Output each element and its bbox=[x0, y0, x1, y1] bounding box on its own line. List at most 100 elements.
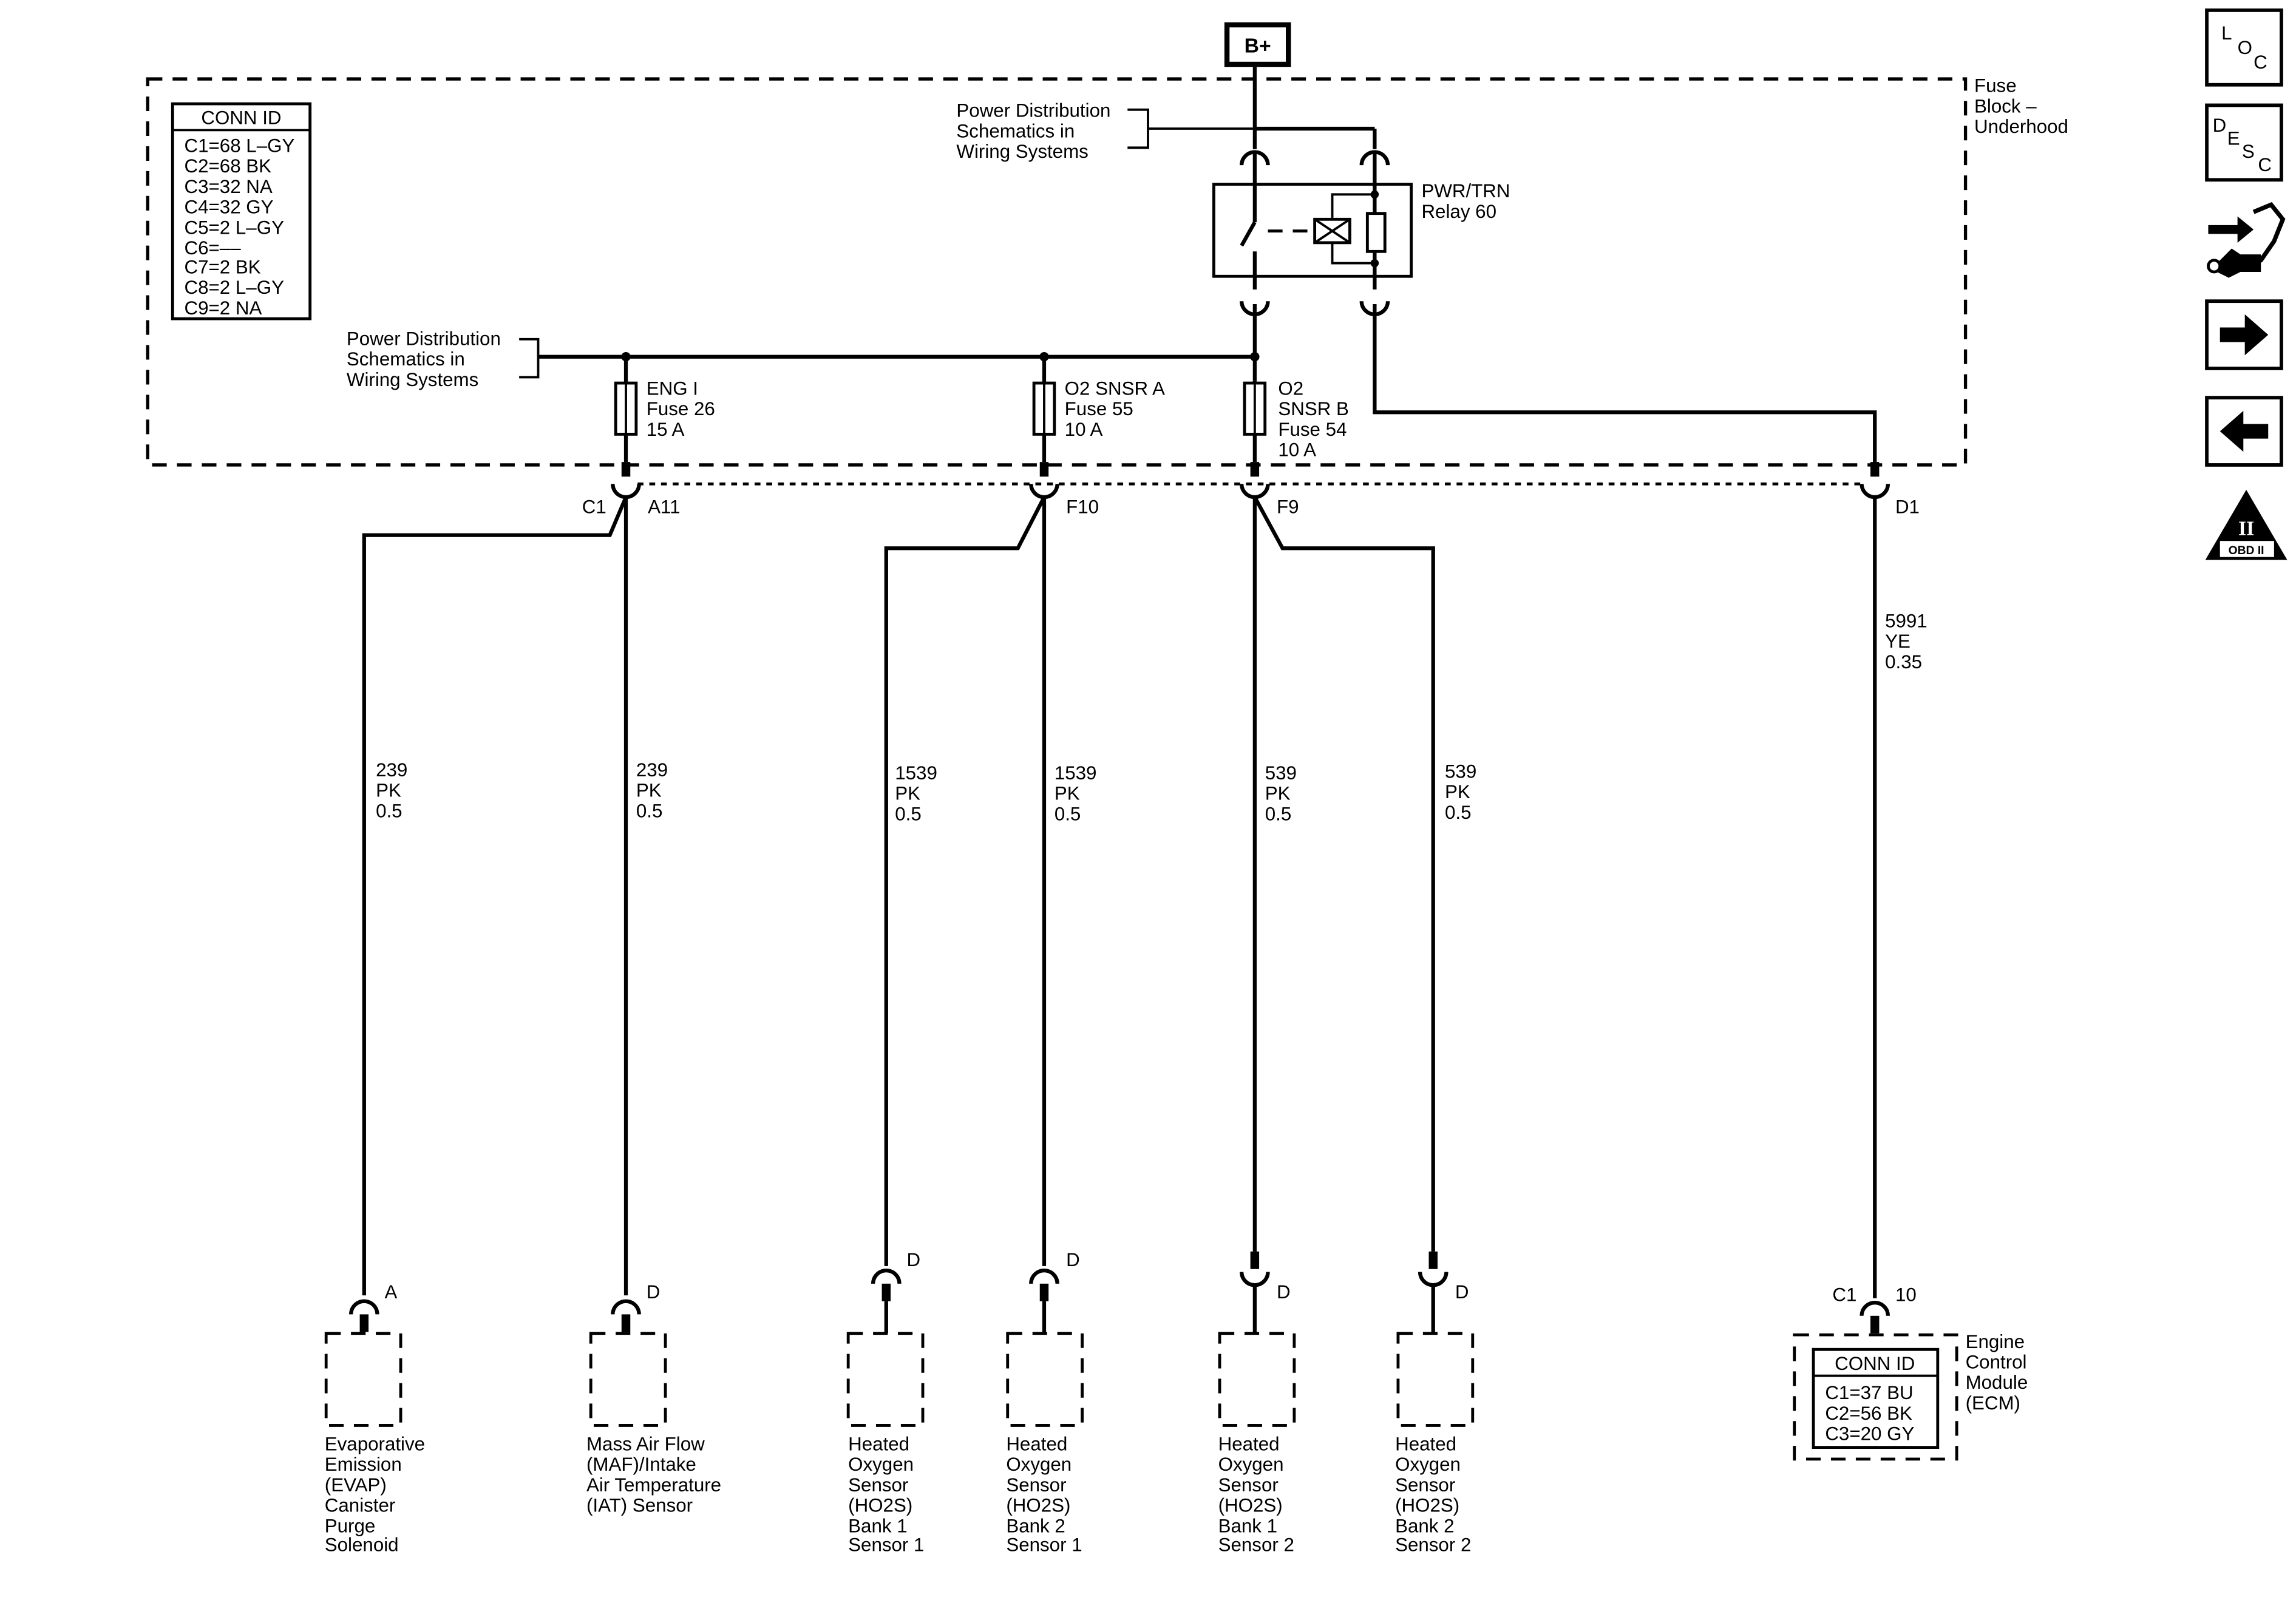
conn-id-row: C8=2 L–GY bbox=[185, 277, 285, 298]
wire-relay-to-ecm bbox=[1373, 304, 1877, 471]
connector-c1-row: C1 A11 F10 F9 D1 bbox=[582, 462, 1920, 517]
relay-name-1: PWR/TRN bbox=[1421, 180, 1510, 202]
component-pin: A bbox=[385, 1281, 398, 1303]
previous-arrow-icon bbox=[2220, 410, 2269, 452]
component-label: Heated bbox=[848, 1433, 909, 1454]
connector-label-c1: C1 bbox=[582, 496, 606, 517]
wire-label: 239 bbox=[636, 759, 668, 781]
component-label: (EVAP) bbox=[325, 1474, 387, 1496]
wire-label: 0.5 bbox=[1265, 803, 1292, 824]
ecm-name: Module bbox=[1966, 1372, 2028, 1393]
wire-label: PK bbox=[376, 780, 401, 801]
fuse-o2-snsr-b: O2 SNSR B Fuse 54 10 A bbox=[1243, 378, 1349, 463]
ecm-conn-id-row: C2=56 BK bbox=[1825, 1403, 1912, 1424]
loc-letter: O bbox=[2238, 37, 2252, 58]
component-label: Sensor 1 bbox=[1006, 1534, 1082, 1556]
obd-label: OBD II bbox=[2229, 544, 2264, 557]
power-ref-line: Schematics in bbox=[347, 348, 465, 370]
nav-loc-button[interactable]: L O C bbox=[2205, 8, 2283, 87]
nav-desc-button[interactable]: D E S C bbox=[2205, 103, 2283, 182]
component-label: Oxygen bbox=[1395, 1454, 1461, 1475]
component-label: Air Temperature bbox=[586, 1474, 721, 1496]
component-label: Canister bbox=[325, 1495, 396, 1516]
component-pin: D bbox=[907, 1249, 921, 1270]
component-label: Sensor 1 bbox=[848, 1534, 924, 1556]
conn-id-row: C2=68 BK bbox=[185, 155, 272, 177]
relay-name-2: Relay 60 bbox=[1421, 201, 1496, 222]
wire-label: 0.5 bbox=[376, 800, 402, 821]
component-label: (HO2S) bbox=[1006, 1495, 1070, 1516]
conn-id-title: CONN ID bbox=[201, 107, 281, 129]
wire-label: 0.5 bbox=[1055, 803, 1081, 824]
component-label: Purge bbox=[325, 1515, 376, 1536]
wire-evap bbox=[362, 496, 628, 1296]
ecm-connector-label: C1 bbox=[1832, 1284, 1856, 1306]
component-label: Sensor bbox=[1395, 1474, 1455, 1496]
power-distribution-reference-left: Power Distribution Schematics in Wiring … bbox=[347, 328, 540, 390]
component-label: Oxygen bbox=[1218, 1454, 1284, 1475]
wire-label: PK bbox=[636, 780, 662, 801]
component-label: Bank 2 bbox=[1006, 1515, 1065, 1536]
wire-label: 1539 bbox=[895, 762, 937, 784]
desc-letter: C bbox=[2258, 154, 2272, 175]
nav-connector-tool-button[interactable] bbox=[2207, 202, 2286, 278]
power-ref-line: Wiring Systems bbox=[956, 141, 1088, 162]
connector-tool-icon bbox=[2207, 202, 2286, 278]
nav-obd-ii-button[interactable]: II OBD II bbox=[2205, 489, 2288, 560]
power-ref-line: Wiring Systems bbox=[347, 369, 478, 390]
fuse-label: Fuse 26 bbox=[647, 398, 715, 419]
wire-label: 539 bbox=[1265, 762, 1297, 784]
fuse-label: Fuse 54 bbox=[1278, 419, 1347, 440]
fuse-label: O2 bbox=[1278, 378, 1303, 399]
ecm-conn-id-row: C1=37 BU bbox=[1825, 1382, 1913, 1403]
conn-id-row: C9=2 NA bbox=[185, 297, 262, 319]
component-ho2s-bank1-sensor1: D Heated Oxygen Sensor (HO2S) Bank 1 Sen… bbox=[846, 1249, 924, 1556]
component-label: (MAF)/Intake bbox=[586, 1454, 696, 1475]
ecm-name: (ECM) bbox=[1966, 1392, 2020, 1414]
battery-supply-label: B+ bbox=[1245, 35, 1271, 58]
battery-supply: B+ bbox=[1224, 22, 1291, 67]
component-locator-icon bbox=[2205, 8, 2283, 87]
fuse-o2-snsr-a: O2 SNSR A Fuse 55 10 A bbox=[1032, 356, 1165, 463]
component-ecm: C1 10 CONN ID C1=37 BU C2=56 BK C3=20 GY… bbox=[1793, 1284, 2028, 1461]
fuse-label: ENG I bbox=[647, 378, 698, 399]
component-label: Mass Air Flow bbox=[586, 1433, 705, 1454]
fuse-block-name-3: Underhood bbox=[1974, 116, 2068, 137]
component-label: Bank 1 bbox=[848, 1515, 907, 1536]
wire-label: 0.5 bbox=[895, 803, 922, 824]
component-maf-iat-sensor: D Mass Air Flow (MAF)/Intake Air Tempera… bbox=[586, 1281, 721, 1516]
connector-label-d1: D1 bbox=[1895, 496, 1920, 517]
component-label: Sensor 2 bbox=[1395, 1534, 1471, 1556]
fuse-block-outline bbox=[146, 77, 1968, 467]
obd-roman-numeral: II bbox=[2238, 518, 2254, 540]
component-label: Heated bbox=[1218, 1433, 1280, 1454]
connector-label-f9: F9 bbox=[1277, 496, 1299, 517]
conn-id-row: C5=2 L–GY bbox=[185, 217, 285, 238]
loc-letter: L bbox=[2221, 22, 2232, 44]
nav-previous-button[interactable] bbox=[2205, 396, 2283, 467]
conn-id-row: C1=68 L–GY bbox=[185, 135, 295, 157]
desc-letter: S bbox=[2242, 141, 2255, 162]
loc-letter: C bbox=[2254, 52, 2267, 73]
component-label: (HO2S) bbox=[848, 1495, 912, 1516]
conn-id-row: C4=32 GY bbox=[185, 197, 274, 218]
connector-label-a11: A11 bbox=[648, 496, 680, 517]
component-label: Sensor 2 bbox=[1218, 1534, 1294, 1556]
component-label: Heated bbox=[1395, 1433, 1456, 1454]
power-ref-line: Schematics in bbox=[956, 120, 1075, 141]
wire-label: 1539 bbox=[1055, 762, 1097, 784]
connector-label-f10: F10 bbox=[1066, 496, 1099, 517]
nav-next-button[interactable] bbox=[2205, 299, 2283, 370]
wire-label: 0.35 bbox=[1885, 651, 1922, 673]
output-wires bbox=[362, 496, 1877, 1298]
fuse-block-conn-id-table: CONN ID C1=68 L–GY C2=68 BK C3=32 NA C4=… bbox=[171, 102, 312, 320]
power-ref-line: Power Distribution bbox=[347, 328, 501, 349]
wire-label: PK bbox=[1055, 783, 1080, 804]
wire-label: PK bbox=[1265, 783, 1291, 804]
wire-ho2s-b1s1 bbox=[884, 496, 1046, 1266]
component-label: Oxygen bbox=[848, 1454, 914, 1475]
fuse-block-name-2: Block – bbox=[1974, 95, 2037, 117]
wire-label: 0.5 bbox=[1445, 802, 1472, 823]
ecm-conn-id-title: CONN ID bbox=[1835, 1353, 1915, 1374]
